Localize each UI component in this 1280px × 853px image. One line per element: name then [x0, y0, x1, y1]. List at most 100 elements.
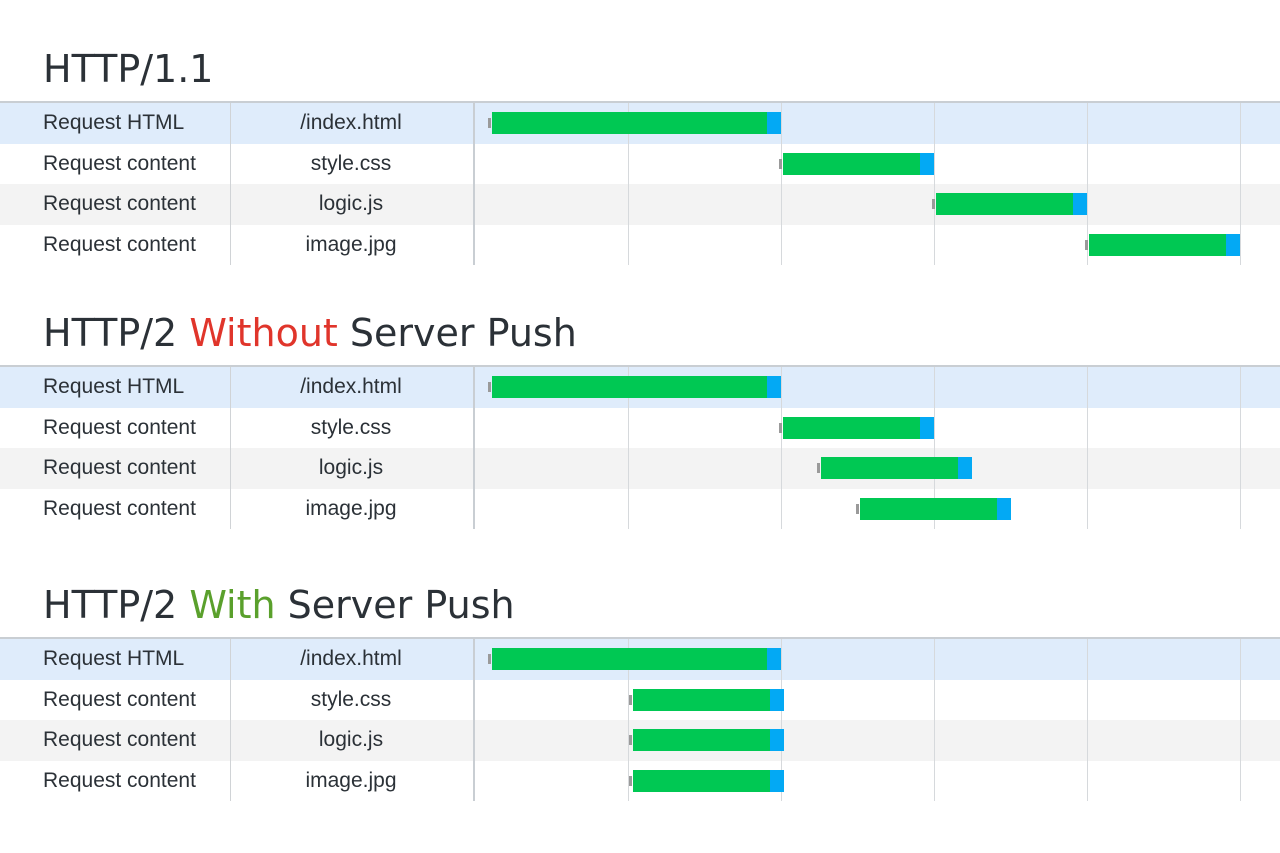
request-start-tick [488, 654, 492, 665]
request-bar[interactable] [1089, 233, 1240, 256]
request-file: logic.js [318, 456, 384, 479]
request-bar[interactable] [821, 457, 973, 480]
request-label: Request content [43, 687, 196, 711]
title-part: With [189, 583, 276, 627]
time-gridline [1240, 639, 1241, 801]
request-bar[interactable] [492, 376, 781, 399]
request-label: Request content [43, 415, 196, 439]
receiving-segment [920, 152, 934, 175]
table-row[interactable]: Request content image.jpg [0, 225, 1280, 266]
request-label: Request content [43, 456, 196, 479]
waiting-segment [633, 769, 771, 792]
waiting-segment [859, 497, 997, 520]
request-label: Request HTML [43, 647, 185, 670]
waiting-segment [492, 648, 767, 671]
receiving-segment [770, 769, 785, 792]
title-part: Server Push [275, 583, 515, 627]
request-bar[interactable] [783, 416, 934, 439]
request-bar[interactable] [633, 769, 785, 792]
time-gridline [1240, 367, 1241, 529]
receiving-segment [766, 112, 781, 135]
column-divider [473, 103, 475, 265]
column-divider [473, 367, 475, 529]
request-label: Request content [43, 232, 196, 256]
title-part: HTTP/2 [43, 311, 190, 355]
waiting-segment [633, 729, 771, 752]
waiting-segment [492, 112, 767, 135]
request-bar[interactable] [936, 193, 1087, 216]
time-gridline [781, 103, 782, 265]
request-file: style.css [310, 415, 392, 439]
time-gridline [628, 103, 629, 265]
request-start-tick [932, 199, 935, 210]
request-start-tick [817, 463, 821, 474]
request-bar[interactable] [633, 688, 785, 711]
time-gridline [934, 103, 935, 265]
request-label: Request HTML [43, 375, 185, 398]
request-bar[interactable] [492, 112, 781, 135]
receiving-segment [1073, 193, 1087, 216]
request-bar[interactable] [783, 152, 934, 175]
request-label: Request content [43, 768, 196, 792]
time-gridline [628, 639, 629, 801]
request-file: /index.html [300, 375, 402, 398]
request-label: Request content [43, 192, 196, 215]
request-file: image.jpg [305, 768, 397, 792]
request-file: image.jpg [305, 496, 397, 520]
receiving-segment [766, 648, 781, 671]
receiving-segment [770, 688, 785, 711]
request-start-tick [629, 775, 633, 786]
section-title: HTTP/1.1 [43, 50, 213, 88]
table-row[interactable]: Request content style.css [0, 408, 1280, 449]
time-gridline [781, 367, 782, 529]
request-start-tick [1085, 239, 1088, 250]
table-row[interactable]: Request content logic.js [0, 448, 1280, 489]
receiving-segment [958, 457, 973, 480]
column-divider [230, 367, 231, 529]
request-file: /index.html [300, 111, 402, 134]
time-gridline [1087, 639, 1088, 801]
waiting-segment [633, 688, 771, 711]
time-gridline [934, 367, 935, 529]
receiving-segment [770, 729, 785, 752]
column-divider [230, 103, 231, 265]
request-start-tick [488, 118, 492, 129]
request-start-tick [855, 503, 859, 514]
title-part: HTTP/1.1 [43, 47, 214, 91]
table-row[interactable]: Request content style.css [0, 680, 1280, 721]
request-start-tick [779, 422, 782, 433]
request-bar[interactable] [859, 497, 1011, 520]
table-row[interactable]: Request content logic.js [0, 184, 1280, 225]
waiting-segment [821, 457, 959, 480]
time-gridline [934, 639, 935, 801]
table-row[interactable]: Request content image.jpg [0, 489, 1280, 530]
receiving-segment [766, 376, 781, 399]
request-file: style.css [310, 687, 392, 711]
request-start-tick [629, 694, 633, 705]
section-title: HTTP/2 Without Server Push [43, 314, 577, 352]
request-start-tick [629, 735, 633, 746]
waiting-segment [783, 152, 920, 175]
request-label: Request content [43, 151, 196, 175]
request-bar[interactable] [633, 729, 785, 752]
title-part: HTTP/2 [43, 583, 190, 627]
time-gridline [1087, 367, 1088, 529]
request-bar[interactable] [492, 648, 781, 671]
request-file: image.jpg [305, 232, 397, 256]
request-label: Request content [43, 496, 196, 520]
request-file: logic.js [318, 728, 384, 751]
request-label: Request HTML [43, 111, 185, 134]
request-label: Request content [43, 728, 196, 751]
request-file: logic.js [318, 192, 384, 215]
request-start-tick [779, 158, 782, 169]
table-row[interactable]: Request content image.jpg [0, 761, 1280, 802]
title-part: Without [189, 311, 338, 355]
section-title: HTTP/2 With Server Push [43, 586, 515, 624]
receiving-segment [1226, 233, 1240, 256]
